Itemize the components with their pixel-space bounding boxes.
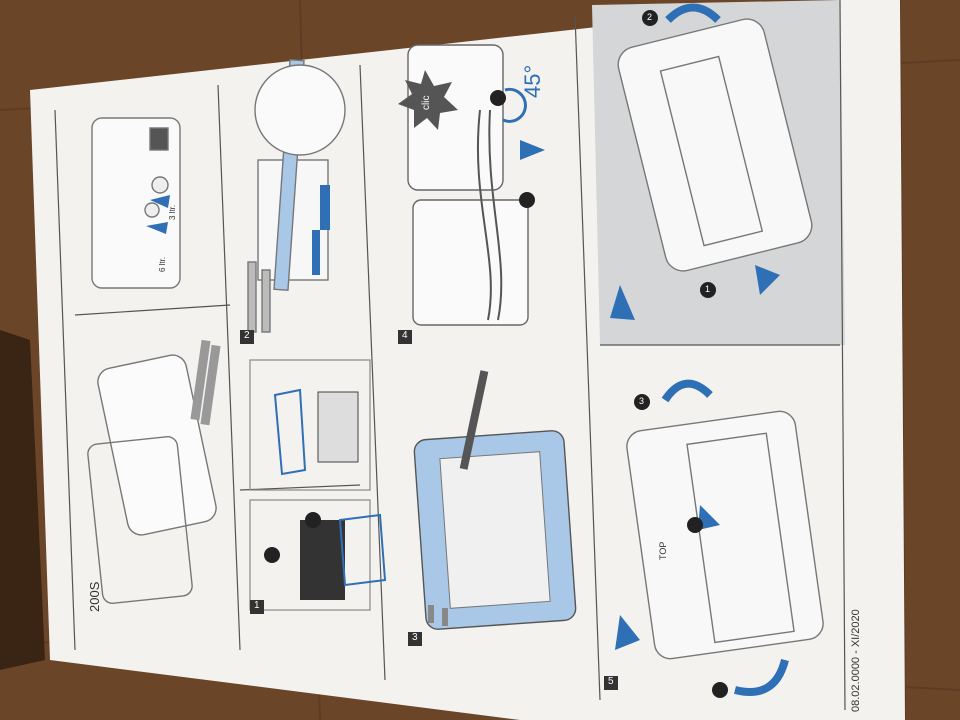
- model-label: 200S: [87, 581, 102, 612]
- panel-step4: [407, 44, 529, 326]
- clic-burst: [398, 70, 458, 130]
- callout-2: 2: [647, 12, 653, 22]
- panel-dividers: [54, 0, 846, 711]
- panel-step3: [413, 370, 577, 630]
- volume-label-3: 3 ltr.: [168, 204, 177, 220]
- volume-label-6: 6 ltr.: [158, 256, 167, 272]
- step5-arrows: [610, 3, 789, 696]
- step4-arrows: [502, 87, 545, 160]
- step-number-4: 4: [402, 330, 408, 341]
- top-label: TOP: [658, 541, 668, 560]
- panel-cistern: [91, 117, 181, 289]
- callout-circles: [264, 10, 728, 698]
- panel-step2: [247, 59, 346, 333]
- step-number-2: 2: [244, 330, 250, 341]
- step-number-1: 1: [254, 600, 260, 611]
- panel-step5-plates: [617, 18, 824, 660]
- panel-step1: [249, 359, 371, 611]
- panel-plate-screws: [87, 354, 217, 604]
- step1-box: [300, 391, 359, 600]
- panel-cistern-arrows: [146, 195, 170, 234]
- clic-label: clic: [421, 95, 432, 110]
- angle-label: 45°: [520, 64, 545, 98]
- step3-screws: [428, 605, 448, 626]
- footer-code: 08.02.0000 - XI/2020: [850, 609, 862, 712]
- step-number-3: 3: [412, 632, 418, 643]
- callout-1: 1: [705, 284, 711, 294]
- step-number-5: 5: [608, 676, 614, 687]
- step1-outlines: [273, 388, 387, 587]
- step2-arrows: [312, 185, 330, 275]
- callout-3: 3: [639, 396, 645, 406]
- step-squares: [240, 330, 618, 690]
- dark-box: [0, 330, 45, 670]
- screws: [190, 339, 221, 426]
